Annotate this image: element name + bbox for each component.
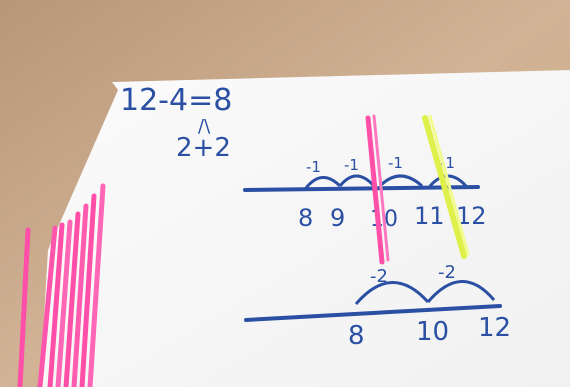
jump-label: -1 [306,158,321,176]
equation-main: 12-4=8 [120,83,232,118]
split-mark: /\ [198,116,211,137]
number-label: 9 [330,204,345,232]
straw-bundle [17,183,106,387]
yellow-straw [422,114,470,259]
number-label: 11 [414,202,445,230]
number-label: 12 [478,313,511,343]
number-line-2-axis [244,304,502,322]
jump-arc [378,174,424,188]
equation-group: 12-4=8 /\ 2+2 [120,83,232,163]
jump-arc [354,281,430,305]
jump-label: -1 [388,154,403,172]
number-label: 8 [348,321,365,351]
number-label: 8 [298,204,313,232]
jump-label: -2 [438,262,456,283]
decomposition: 2+2 [176,133,231,163]
jump-label: -2 [370,266,388,287]
jump-arc [426,280,496,303]
number-line-2: -2 -2 8 10 12 [244,262,511,351]
jump-arc [338,174,376,188]
jump-label: -1 [344,156,359,174]
number-line-1-axis [243,185,480,192]
number-label: 10 [416,317,449,347]
pink-straw [365,114,390,265]
jump-arc [304,176,342,189]
